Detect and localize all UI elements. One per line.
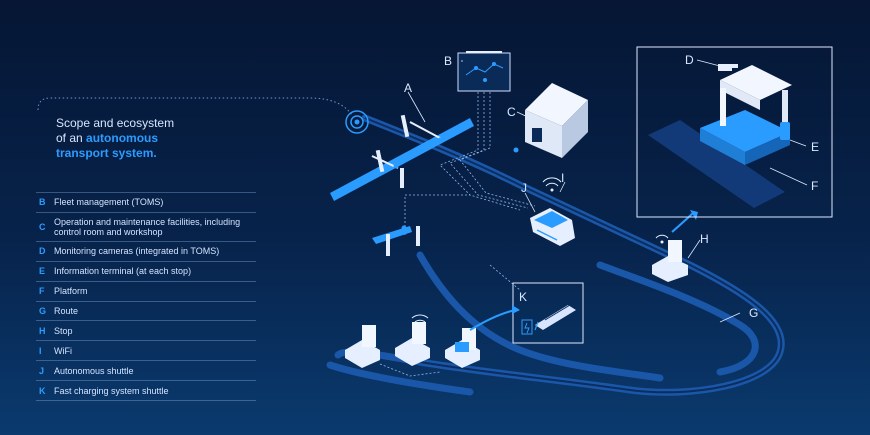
label-i: I bbox=[561, 171, 564, 185]
legend-key: E bbox=[39, 266, 46, 277]
maintenance-building bbox=[513, 83, 588, 158]
legend-text: Autonomous shuttle bbox=[54, 365, 134, 376]
label-g: G bbox=[749, 306, 758, 320]
legend-list: B Fleet management (TOMS) C Operation and … bbox=[36, 192, 256, 402]
legend-key: D bbox=[39, 246, 46, 257]
legend-item: D Monitoring cameras (integrated in TOMS) bbox=[36, 240, 256, 261]
legend-key: J bbox=[39, 365, 45, 376]
radar-beacon-icon bbox=[345, 110, 369, 134]
legend-item: C Operation and maintenance facilities, i… bbox=[36, 211, 256, 241]
legend-item: H Stop bbox=[36, 320, 256, 340]
title-line-1: Scope and ecosystem bbox=[56, 116, 175, 130]
label-c: C bbox=[507, 105, 516, 119]
title-line-2-text: of an bbox=[56, 131, 83, 145]
legend-item: G Route bbox=[36, 300, 256, 321]
legend-text: Fast charging system shuttle bbox=[54, 385, 169, 396]
legend-text: WiFi bbox=[54, 345, 72, 356]
legend-text: Fleet management (TOMS) bbox=[54, 197, 164, 208]
legend-text: Platform bbox=[54, 286, 88, 297]
fleet-management-screen bbox=[457, 51, 511, 92]
label-b: B bbox=[444, 54, 452, 68]
diagram-title: Scope and ecosystem of an autonomous tra… bbox=[56, 116, 174, 161]
legend-text: Route bbox=[54, 306, 79, 316]
charging-stations bbox=[345, 305, 520, 377]
legend-key: H bbox=[39, 325, 46, 336]
charging-detail-box bbox=[512, 282, 584, 344]
label-e: E bbox=[811, 140, 819, 154]
legend-key: B bbox=[39, 197, 46, 208]
autonomous-shuttle bbox=[530, 177, 575, 246]
legend-item: F Platform bbox=[36, 280, 256, 301]
title-connector bbox=[37, 97, 353, 116]
legend-item: I WiFi bbox=[36, 340, 256, 360]
detail-arrow bbox=[671, 211, 695, 233]
legend-item: K Fast charging system shuttle bbox=[36, 380, 256, 402]
bus-stop bbox=[652, 234, 688, 282]
secondary-gate bbox=[372, 225, 420, 256]
legend-key: G bbox=[39, 306, 47, 316]
title-line-2-emphasis: autonomous bbox=[86, 131, 159, 145]
label-a: A bbox=[404, 81, 412, 95]
legend-text: Operation and maintenance facilities, in… bbox=[54, 216, 241, 237]
legend-item: J Autonomous shuttle bbox=[36, 360, 256, 380]
access-road-gates bbox=[330, 114, 474, 201]
legend-text: Information terminal (at each stop) bbox=[54, 266, 192, 277]
legend-text: Stop bbox=[54, 325, 73, 336]
stop-detail-box bbox=[636, 46, 833, 218]
legend-key: C bbox=[39, 221, 46, 232]
label-d: D bbox=[685, 53, 694, 67]
legend-key: I bbox=[39, 345, 42, 356]
label-k: K bbox=[519, 290, 527, 304]
legend-key: K bbox=[39, 385, 46, 396]
label-h: H bbox=[700, 232, 709, 246]
label-j: J bbox=[521, 181, 527, 195]
legend-key: F bbox=[39, 286, 45, 297]
leader-lines bbox=[407, 59, 808, 323]
label-f: F bbox=[811, 179, 818, 193]
data-links bbox=[404, 92, 536, 291]
legend-item: B Fleet management (TOMS) bbox=[36, 192, 256, 212]
legend-item: E Information terminal (at each stop) bbox=[36, 260, 256, 281]
route-inner-line bbox=[364, 117, 783, 394]
legend-text: Monitoring cameras (integrated in TOMS) bbox=[54, 246, 220, 257]
title-line-3-emphasis: transport system. bbox=[56, 146, 157, 160]
title-line-2: of an autonomous bbox=[56, 131, 174, 146]
